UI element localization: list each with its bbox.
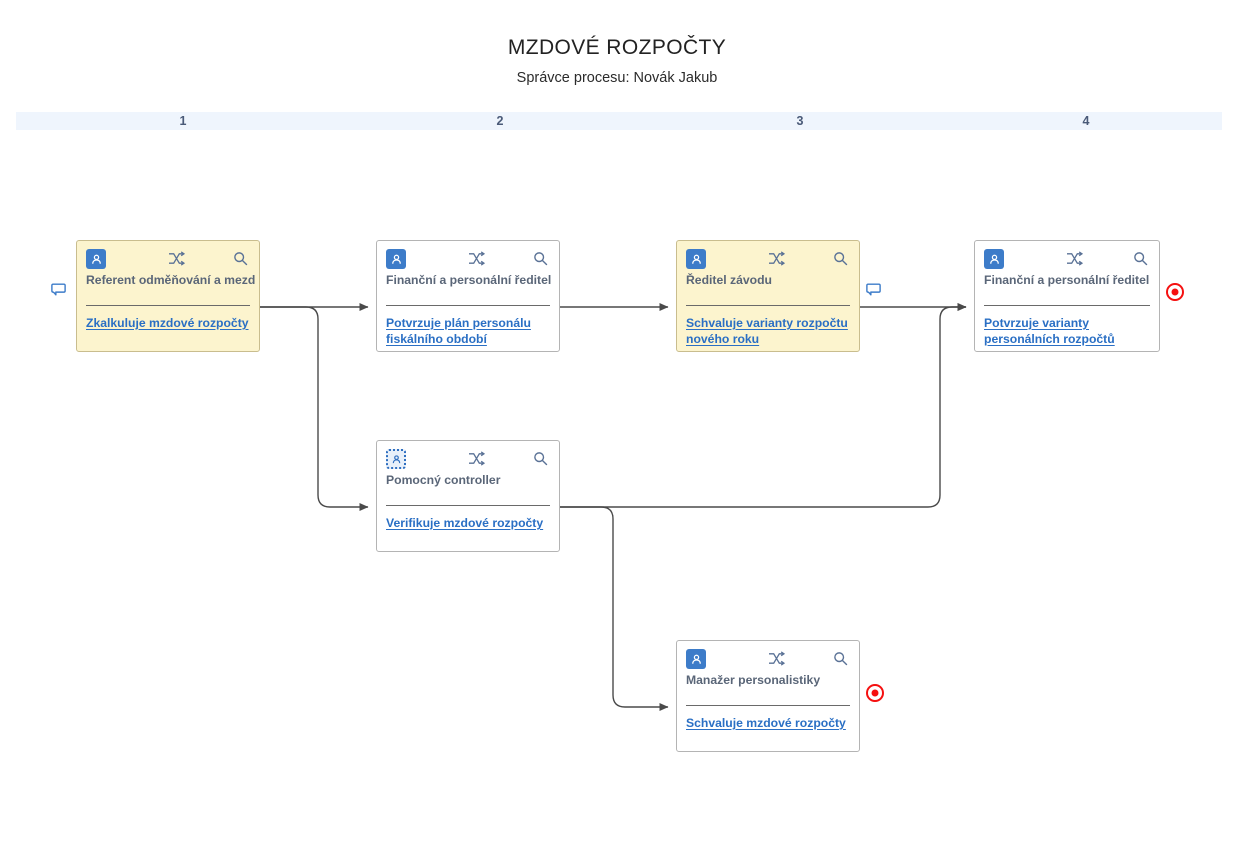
phase-band: 1 2 3 4 [16,112,1222,130]
comment-icon-reditel-zavodu[interactable] [865,282,882,304]
person-badge-dotted-icon[interactable] [386,449,406,469]
person-badge-icon[interactable] [686,249,706,269]
card-activity-link[interactable]: Schvaluje mzdové rozpočty [686,716,846,730]
shuffle-icon[interactable] [468,451,486,471]
card-activity-link[interactable]: Potvrzuje plán personálu fiskálního obdo… [386,316,531,346]
card-role-label: Finanční a personální ředitel [386,273,552,287]
person-badge-icon[interactable] [686,649,706,669]
card-icon-row [386,449,550,469]
person-badge-icon[interactable] [984,249,1004,269]
card-pomocny-controller[interactable]: Pomocný controller Verifikuje mzdové roz… [376,440,560,552]
search-icon[interactable] [833,251,848,271]
card-financni-reditel-1[interactable]: Finanční a personální ředitel Potvrzuje … [376,240,560,352]
phase-label-1: 1 [179,114,187,128]
end-marker-financni-reditel-2 [1166,283,1184,301]
card-activity-link[interactable]: Potvrzuje varianty personálních rozpočtů [984,316,1115,346]
card-manazer-personalistiky[interactable]: Manažer personalistiky Schvaluje mzdové … [676,640,860,752]
card-divider [86,305,250,306]
connector-controller-to-manazer [560,506,669,711]
shuffle-icon[interactable] [768,251,786,271]
card-icon-row [686,249,850,269]
card-role-label: Referent odměňování a mezd [86,273,256,287]
card-referent[interactable]: Referent odměňování a mezd Zkalkuluje mz… [76,240,260,352]
comment-icon-referent[interactable] [50,282,67,304]
person-badge-icon[interactable] [86,249,106,269]
end-marker-manazer-personalistiky [866,684,884,702]
search-icon[interactable] [533,451,548,471]
card-role-label: Manažer personalistiky [686,673,821,687]
card-activity-link[interactable]: Zkalkuluje mzdové rozpočty [86,316,249,330]
search-icon[interactable] [833,651,848,671]
shuffle-icon[interactable] [468,251,486,271]
phase-label-4: 4 [1082,114,1090,128]
phase-label-2: 2 [496,114,504,128]
card-role-label: Finanční a personální ředitel [984,273,1150,287]
card-icon-row [86,249,250,269]
card-divider [984,305,1150,306]
card-activity-link[interactable]: Verifikuje mzdové rozpočty [386,516,544,530]
connector-referent-to-controller [260,306,369,511]
shuffle-icon[interactable] [168,251,186,271]
process-owner-label: Správce procesu: Novák Jakub [516,70,718,86]
card-financni-reditel-2[interactable]: Finanční a personální ředitel Potvrzuje … [974,240,1160,352]
card-role-label: Ředitel závodu [686,273,773,287]
card-divider [686,305,850,306]
card-icon-row [686,649,850,669]
card-icon-row [386,249,550,269]
card-activity-link[interactable]: Schvaluje varianty rozpočtu nového roku [686,316,848,346]
search-icon[interactable] [1133,251,1148,271]
shuffle-icon[interactable] [768,651,786,671]
shuffle-icon[interactable] [1066,251,1084,271]
person-badge-icon[interactable] [386,249,406,269]
search-icon[interactable] [233,251,248,271]
page-title: MZDOVÉ ROZPOČTY [507,36,727,59]
search-icon[interactable] [533,251,548,271]
card-divider [386,505,550,506]
phase-label-3: 3 [796,114,804,128]
card-role-label: Pomocný controller [386,473,501,487]
card-icon-row [984,249,1150,269]
card-divider [386,305,550,306]
card-divider [686,705,850,706]
card-reditel-zavodu[interactable]: Ředitel závodu Schvaluje varianty rozpoč… [676,240,860,352]
